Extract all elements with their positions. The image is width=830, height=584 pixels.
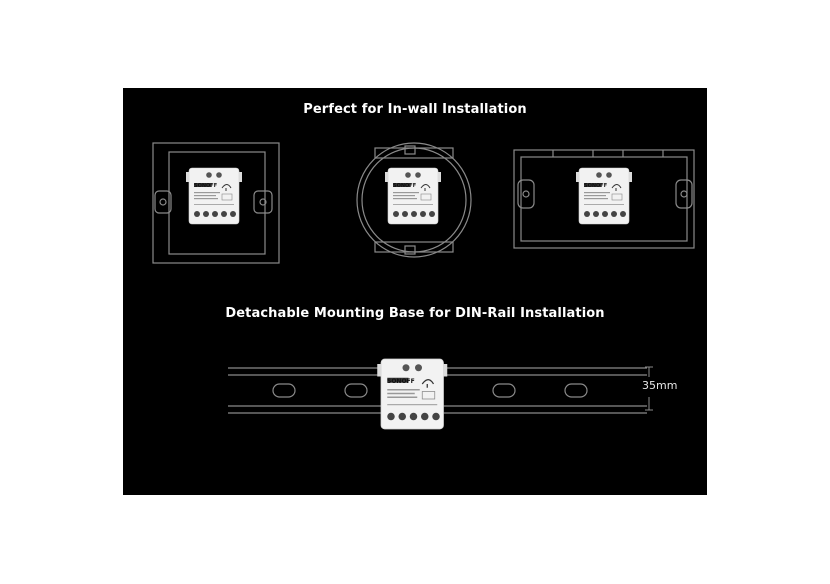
rectangular-wallbox-icon [513, 149, 695, 249]
module-brand-label: SONOFF [584, 183, 608, 189]
sonoff-module-icon [185, 167, 243, 225]
din-rail-heading: Detachable Mounting Base for DIN-Rail In… [225, 306, 605, 321]
module-brand-label: SONOFF [387, 378, 415, 385]
rail-height-bracket [645, 366, 653, 411]
product-illustration-panel: Perfect for In-wall Installation Detacha… [123, 88, 707, 495]
sonoff-module-icon [376, 358, 448, 430]
sonoff-module-icon [384, 167, 442, 225]
round-wallbox-icon [356, 142, 472, 258]
rail-height-label: 35mm [642, 379, 678, 392]
square-wallbox-icon [152, 142, 280, 264]
in-wall-heading: Perfect for In-wall Installation [303, 102, 527, 117]
installation-line-art [152, 142, 695, 430]
module-brand-label: SONOFF [194, 183, 218, 189]
module-brand-label: SONOFF [393, 183, 417, 189]
sonoff-module-icon [575, 167, 633, 225]
